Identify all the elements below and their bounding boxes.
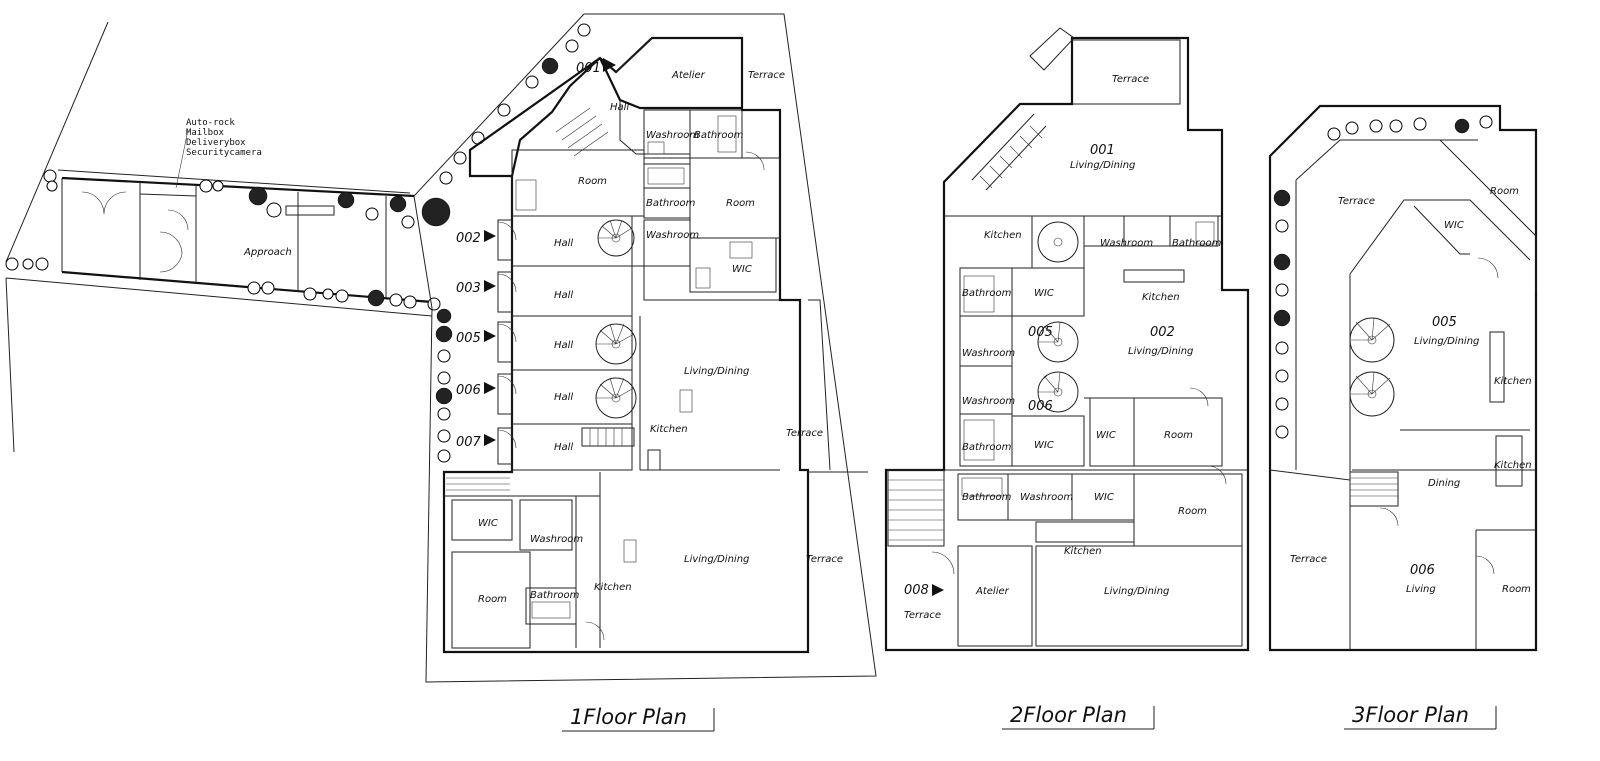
label-terrace: Terrace [786, 428, 823, 439]
unit-halls [497, 215, 633, 471]
label-living-dining: Living/Dining [1414, 336, 1479, 347]
label-terrace: Terrace [806, 554, 843, 565]
label-living-dining: Living/Dining [1070, 160, 1135, 171]
label-kitchen: Kitchen [650, 424, 688, 435]
label-terrace: Terrace [748, 70, 785, 81]
label-bathroom: Bathroom [962, 288, 1012, 299]
label-room: Room [1164, 430, 1193, 441]
label-washroom: Washroom [1020, 492, 1073, 503]
label-washroom: Washroom [646, 130, 699, 141]
planting-shrubs-icon [5, 169, 452, 324]
label-washroom: Washroom [962, 396, 1015, 407]
label-wic: WIC [1444, 220, 1464, 231]
label-hall: Hall [554, 340, 573, 351]
label-wic: WIC [1096, 430, 1116, 441]
label-kitchen: Kitchen [1064, 546, 1102, 557]
hedge-trees-icon [435, 23, 591, 463]
title-floor2: 2Floor Plan [1010, 703, 1127, 727]
note-mailbox: Mailbox [186, 128, 225, 138]
unit-number-001: 001 [576, 61, 601, 76]
unit-number-006: 006 [1410, 563, 1435, 578]
label-washroom: Washroom [962, 348, 1015, 359]
label-wic: WIC [478, 518, 498, 529]
note-securitycamera: Securitycamera [186, 148, 262, 158]
label-hall: Hall [554, 290, 573, 301]
label-terrace: Terrace [1112, 74, 1149, 85]
label-hall: Hall [554, 392, 573, 403]
plan-titles: 1Floor Plan 2Floor Plan 3Floor Plan [562, 703, 1497, 732]
label-wic: WIC [1034, 288, 1054, 299]
spiral-stair-icon [595, 219, 637, 419]
label-bathroom: Bathroom [646, 198, 696, 209]
unit-number-001: 001 [1090, 143, 1115, 158]
label-washroom: Washroom [530, 534, 583, 545]
label-living-dining: Living/Dining [1128, 346, 1193, 357]
stair-007-icon [581, 427, 635, 447]
label-bathroom: Bathroom [1172, 238, 1222, 249]
label-washroom: Washroom [1100, 238, 1153, 249]
title-floor1: 1Floor Plan [570, 705, 687, 729]
entry-arrow-icons [484, 58, 616, 446]
label-washroom: Washroom [646, 230, 699, 241]
stair-lower-icon [446, 477, 510, 491]
label-living: Living [1406, 584, 1436, 595]
label-wic: WIC [1034, 440, 1054, 451]
label-bathroom: Bathroom [962, 492, 1012, 503]
label-hall: Hall [610, 102, 629, 113]
label-room: Room [726, 198, 755, 209]
label-kitchen: Kitchen [984, 230, 1022, 241]
label-terrace: Terrace [1290, 554, 1327, 565]
unit-number-006: 006 [1028, 399, 1053, 414]
unit-number-005: 005 [456, 331, 481, 346]
stair-006-icon [1349, 471, 1399, 507]
label-room: Room [1502, 584, 1531, 595]
note-deliverybox: Deliverybox [186, 138, 246, 148]
site-note-text: Auto-rock Mailbox Deliverybox Securityca… [186, 118, 262, 158]
label-room: Room [1490, 186, 1519, 197]
label-wic: WIC [732, 264, 752, 275]
stair-001-icon [555, 107, 609, 157]
exterior-stair-icon [887, 469, 945, 547]
label-terrace: Terrace [1338, 196, 1375, 207]
floor2-plan: 001 002 005 006 008 Terrace Living/Dinin… [884, 27, 1250, 652]
label-room: Room [478, 594, 507, 605]
terrace-planting-icon [1273, 115, 1493, 439]
label-bathroom: Bathroom [530, 590, 580, 601]
title-floor3: 3Floor Plan [1352, 703, 1469, 727]
unit-number-006: 006 [456, 383, 481, 398]
label-bathroom: Bathroom [694, 130, 744, 141]
label-room: Room [1178, 506, 1207, 517]
label-living-dining: Living/Dining [1104, 586, 1169, 597]
label-room: Room [578, 176, 607, 187]
label-hall: Hall [554, 238, 573, 249]
unit-number-005: 005 [1432, 315, 1457, 330]
label-kitchen: Kitchen [594, 582, 632, 593]
label-atelier: Atelier [671, 70, 706, 81]
label-kitchen: Kitchen [1494, 376, 1532, 387]
unit-number-007: 007 [456, 435, 482, 450]
site-approach: Auto-rock Mailbox Deliverybox Securityca… [5, 21, 452, 453]
label-kitchen: Kitchen [1494, 460, 1532, 471]
unit-number-005: 005 [1028, 325, 1053, 340]
unit-number-002: 002 [1150, 325, 1175, 340]
label-hall: Hall [554, 442, 573, 453]
label-approach: Approach [243, 247, 292, 258]
note-auto-rock: Auto-rock [186, 118, 235, 128]
label-living-dining: Living/Dining [684, 366, 749, 377]
unit-number-002: 002 [456, 231, 481, 246]
label-dining: Dining [1428, 478, 1460, 489]
stair-diagonal-icon [971, 113, 1047, 191]
unit-number-008: 008 [904, 583, 929, 598]
label-terrace: Terrace [904, 610, 941, 621]
unit-number-003: 003 [456, 281, 481, 296]
label-kitchen: Kitchen [1142, 292, 1180, 303]
floor3-plan: 005 006 Terrace Room WIC Living/Dining K… [1268, 104, 1538, 652]
label-wic: WIC [1094, 492, 1114, 503]
label-bathroom: Bathroom [962, 442, 1012, 453]
floor1-plan: 001 002 003 005 006 007 Atelier Terrace … [413, 13, 877, 683]
label-living-dining: Living/Dining [684, 554, 749, 565]
label-atelier: Atelier [975, 586, 1010, 597]
